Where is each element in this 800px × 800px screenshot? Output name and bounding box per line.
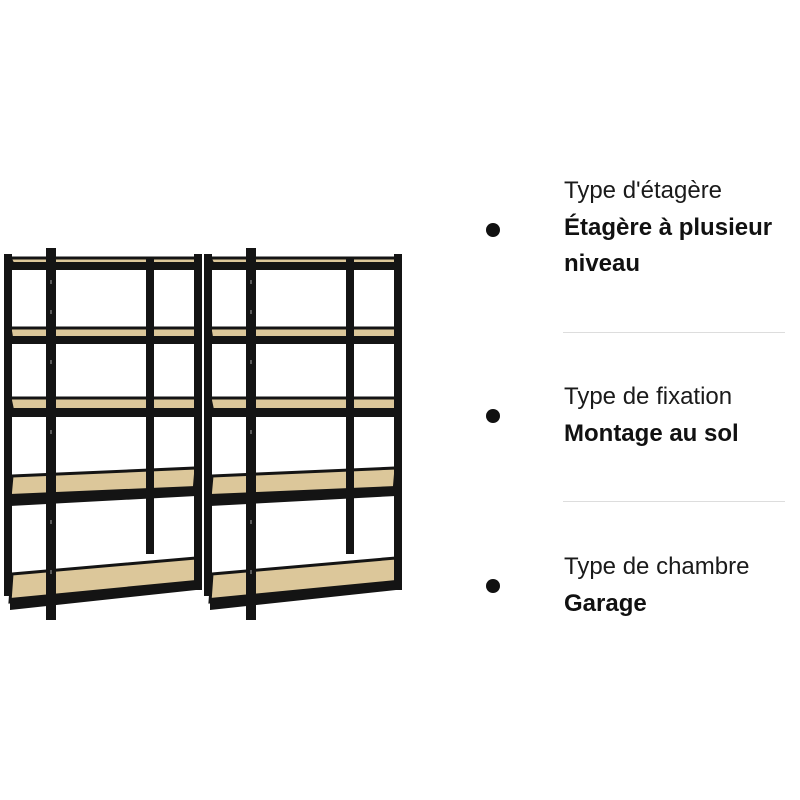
- spec-value: Montage au sol: [564, 420, 739, 447]
- spec-label: Type de fixation: [564, 383, 733, 410]
- bullet-dot-icon: [486, 223, 500, 237]
- spec-value: Étagère à plusieur niveau: [564, 214, 773, 277]
- spec-value: Garage: [564, 590, 647, 617]
- divider: [563, 501, 785, 502]
- bullet-dot-icon: [486, 409, 500, 423]
- shelving-unit-left: [4, 248, 202, 620]
- shelving-unit-right: [204, 248, 402, 620]
- spec-label: Type d'étagère: [564, 177, 723, 204]
- spec-label: Type de chambre: [564, 553, 750, 580]
- bullet-dot-icon: [486, 579, 500, 593]
- divider: [563, 332, 785, 333]
- shelving-units-image: [4, 248, 402, 620]
